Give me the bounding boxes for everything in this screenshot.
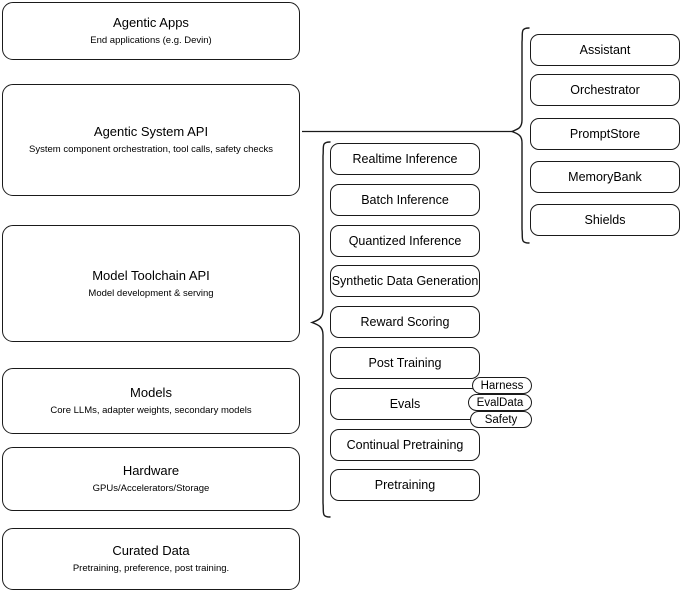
- item-label: Batch Inference: [361, 193, 449, 207]
- middle-group-brace: [309, 141, 331, 518]
- item-label: EvalData: [476, 396, 524, 409]
- toolchain-item-realtime-inference[interactable]: Realtime Inference: [330, 143, 480, 175]
- toolchain-item-synthetic-data-generation[interactable]: Synthetic Data Generation: [330, 265, 480, 297]
- layer-subtitle: GPUs/Accelerators/Storage: [92, 483, 210, 494]
- layer-title: Agentic System API: [93, 124, 209, 139]
- item-label: Realtime Inference: [352, 152, 458, 166]
- toolchain-item-quantized-inference[interactable]: Quantized Inference: [330, 225, 480, 257]
- layer-card-agentic-apps[interactable]: Agentic Apps End applications (e.g. Devi…: [2, 2, 300, 60]
- layer-subtitle: Core LLMs, adapter weights, secondary mo…: [50, 405, 252, 416]
- item-label: Quantized Inference: [348, 234, 462, 248]
- layer-card-models[interactable]: Models Core LLMs, adapter weights, secon…: [2, 368, 300, 434]
- item-label: Orchestrator: [570, 83, 640, 97]
- system-item-assistant[interactable]: Assistant: [530, 34, 680, 66]
- evals-subitem-safety[interactable]: Safety: [470, 411, 532, 428]
- toolchain-item-post-training[interactable]: Post Training: [330, 347, 480, 379]
- system-item-shields[interactable]: Shields: [530, 204, 680, 236]
- layer-title: Curated Data: [112, 543, 190, 558]
- item-label: Continual Pretraining: [346, 438, 464, 452]
- layer-card-agentic-system-api[interactable]: Agentic System API System component orch…: [2, 84, 300, 196]
- layer-card-hardware[interactable]: Hardware GPUs/Accelerators/Storage: [2, 447, 300, 511]
- item-label: Reward Scoring: [360, 315, 450, 329]
- item-label: MemoryBank: [568, 170, 642, 184]
- system-item-memorybank[interactable]: MemoryBank: [530, 161, 680, 193]
- toolchain-item-batch-inference[interactable]: Batch Inference: [330, 184, 480, 216]
- item-label: Pretraining: [374, 478, 436, 492]
- toolchain-item-reward-scoring[interactable]: Reward Scoring: [330, 306, 480, 338]
- toolchain-item-pretraining[interactable]: Pretraining: [330, 469, 480, 501]
- system-item-promptstore[interactable]: PromptStore: [530, 118, 680, 150]
- layer-subtitle: Model development & serving: [88, 287, 214, 299]
- item-label: PromptStore: [569, 127, 641, 141]
- layer-title: Agentic Apps: [113, 15, 189, 30]
- item-label: Shields: [584, 213, 626, 227]
- evals-subitem-evaldata[interactable]: EvalData: [468, 394, 532, 411]
- toolchain-item-evals[interactable]: Evals: [330, 388, 480, 420]
- layer-title: Hardware: [122, 463, 180, 478]
- toolchain-item-continual-pretraining[interactable]: Continual Pretraining: [330, 429, 480, 461]
- item-label: Post Training: [368, 356, 442, 370]
- system-item-orchestrator[interactable]: Orchestrator: [530, 74, 680, 106]
- item-label: Synthetic Data Generation: [331, 274, 479, 288]
- item-label: Safety: [484, 413, 518, 426]
- layer-card-model-toolchain-api[interactable]: Model Toolchain API Model development & …: [2, 225, 300, 342]
- layer-title: Model Toolchain API: [92, 267, 210, 283]
- layer-subtitle: Pretraining, preference, post training.: [72, 563, 230, 574]
- item-label: Assistant: [579, 43, 631, 57]
- layer-subtitle: System component orchestration, tool cal…: [29, 144, 273, 155]
- item-label: Harness: [480, 379, 524, 392]
- layer-subtitle: End applications (e.g. Devin): [90, 35, 212, 46]
- layer-card-curated-data[interactable]: Curated Data Pretraining, preference, po…: [2, 528, 300, 590]
- right-group-brace: [510, 27, 530, 244]
- evals-subitem-harness[interactable]: Harness: [472, 377, 532, 394]
- item-label: Evals: [389, 397, 421, 411]
- layer-title: Models: [130, 385, 172, 400]
